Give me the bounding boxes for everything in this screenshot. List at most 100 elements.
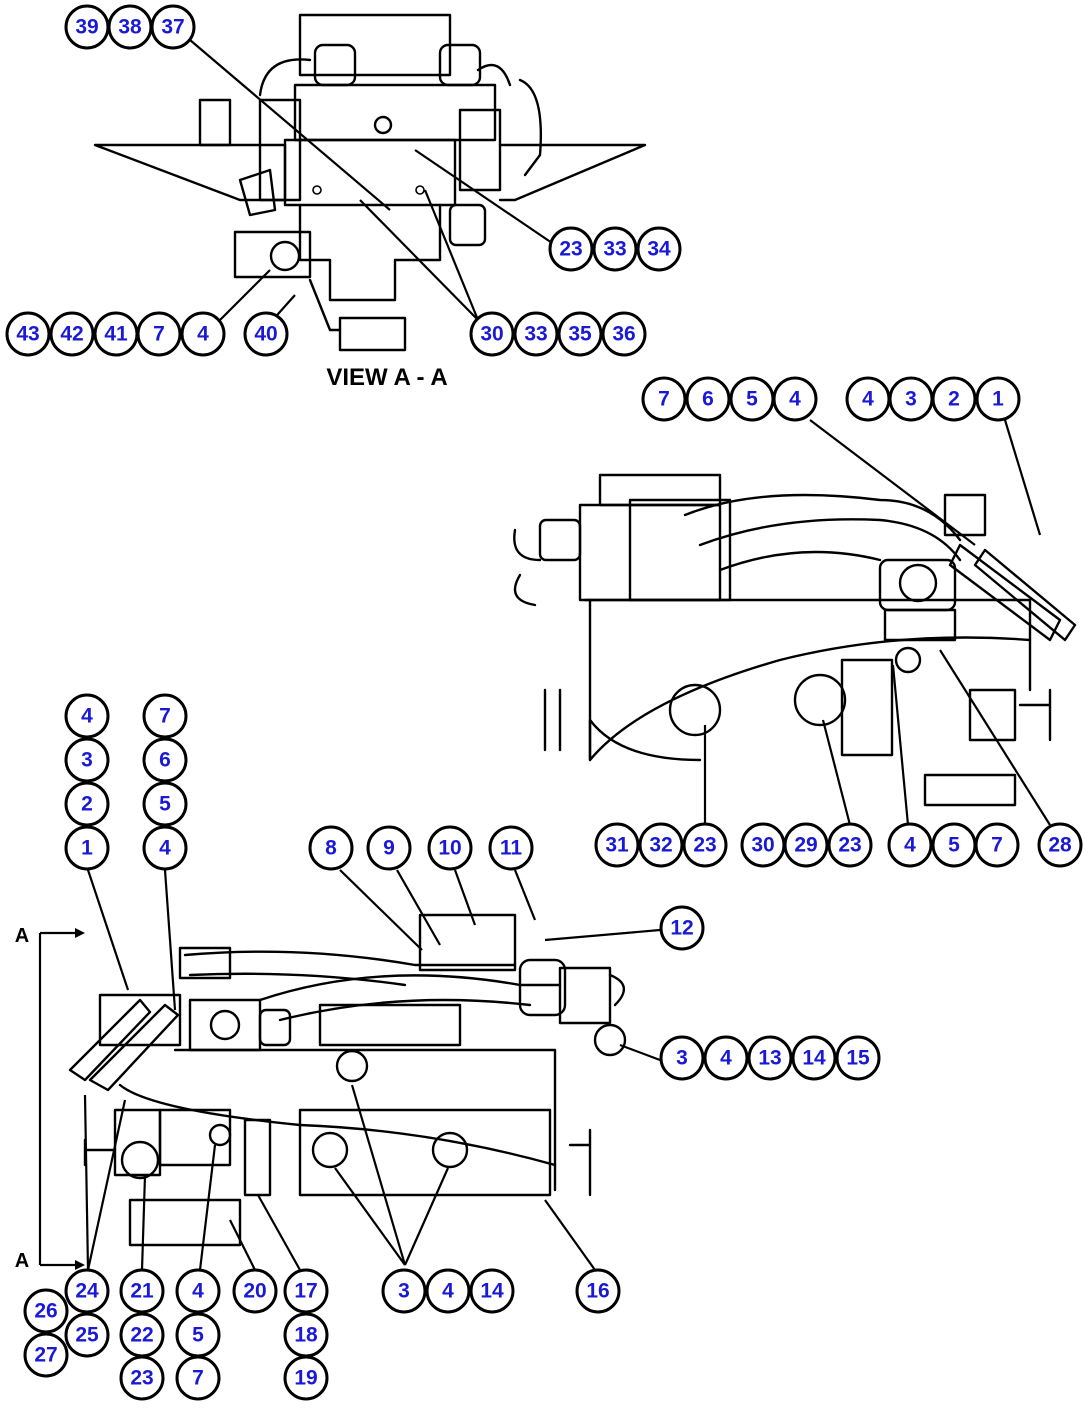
callout-13: 13 (747, 1035, 793, 1081)
svg-text:5: 5 (746, 388, 758, 411)
callout-5: 5 (931, 822, 977, 868)
callout-3: 3 (381, 1268, 427, 1314)
svg-text:4: 4 (442, 1280, 454, 1303)
section-markers: A A (15, 925, 85, 1272)
svg-text:10: 10 (438, 837, 461, 860)
svg-text:1: 1 (81, 837, 93, 860)
svg-text:7: 7 (658, 388, 670, 411)
svg-text:21: 21 (130, 1280, 154, 1303)
callout-23: 23 (548, 226, 594, 272)
svg-text:14: 14 (480, 1280, 504, 1303)
callout-7: 7 (175, 1355, 221, 1401)
svg-text:12: 12 (670, 917, 693, 940)
callout-4: 4 (887, 822, 933, 868)
svg-text:30: 30 (480, 323, 503, 346)
svg-text:3: 3 (676, 1047, 688, 1070)
callout-33: 33 (513, 311, 559, 357)
svg-text:5: 5 (192, 1324, 204, 1347)
callout-18: 18 (283, 1312, 329, 1358)
section-marker-top: A (15, 925, 29, 947)
svg-text:4: 4 (81, 705, 93, 728)
svg-text:4: 4 (192, 1280, 204, 1303)
callout-1: 1 (975, 376, 1021, 422)
callout-4: 4 (845, 376, 891, 422)
svg-text:6: 6 (702, 388, 714, 411)
callout-17: 17 (283, 1268, 329, 1314)
callout-7: 7 (142, 693, 188, 739)
svg-text:23: 23 (130, 1367, 153, 1390)
svg-text:4: 4 (904, 834, 916, 857)
svg-text:30: 30 (751, 834, 774, 857)
svg-text:4: 4 (720, 1047, 732, 1070)
svg-text:34: 34 (647, 238, 671, 261)
svg-text:11: 11 (500, 837, 523, 860)
right-view-artwork (513, 473, 1077, 807)
callout-21: 21 (119, 1268, 165, 1314)
callout-16: 16 (575, 1268, 621, 1314)
svg-text:7: 7 (991, 834, 1003, 857)
callout-6: 6 (142, 737, 188, 783)
svg-text:33: 33 (524, 323, 547, 346)
callout-6: 6 (685, 376, 731, 422)
callout-40: 40 (243, 311, 289, 357)
callout-24: 24 (64, 1268, 110, 1314)
callout-36: 36 (601, 311, 647, 357)
callout-8: 8 (308, 825, 354, 871)
svg-text:41: 41 (104, 323, 128, 346)
callout-15: 15 (835, 1035, 881, 1081)
callout-5: 5 (729, 376, 775, 422)
callout-38: 38 (107, 4, 153, 50)
callout-23: 23 (827, 822, 873, 868)
svg-text:20: 20 (243, 1280, 266, 1303)
svg-text:7: 7 (153, 323, 165, 346)
callout-26: 26 (23, 1288, 69, 1334)
callout-9: 9 (366, 825, 412, 871)
svg-text:2: 2 (81, 793, 93, 816)
svg-text:3: 3 (398, 1280, 410, 1303)
callout-25: 25 (64, 1312, 110, 1358)
callout-29: 29 (783, 822, 829, 868)
callout-31: 31 (594, 822, 640, 868)
callout-7: 7 (974, 822, 1020, 868)
svg-text:8: 8 (325, 837, 337, 860)
callout-12: 12 (659, 905, 705, 951)
svg-text:25: 25 (75, 1324, 99, 1347)
svg-text:33: 33 (603, 238, 626, 261)
svg-text:7: 7 (192, 1367, 204, 1390)
svg-text:6: 6 (159, 749, 171, 772)
svg-text:36: 36 (612, 323, 635, 346)
svg-text:7: 7 (159, 705, 171, 728)
callout-23: 23 (119, 1355, 165, 1401)
callout-4: 4 (425, 1268, 471, 1314)
svg-text:43: 43 (16, 323, 39, 346)
svg-text:39: 39 (75, 16, 98, 39)
callout-10: 10 (427, 825, 473, 871)
callout-14: 14 (469, 1268, 515, 1314)
callout-35: 35 (557, 311, 603, 357)
svg-text:23: 23 (838, 834, 861, 857)
section-marker-bottom: A (15, 1250, 29, 1272)
svg-text:27: 27 (34, 1344, 57, 1367)
callout-3: 3 (659, 1035, 705, 1081)
svg-text:28: 28 (1048, 834, 1072, 857)
svg-text:40: 40 (254, 323, 277, 346)
callout-32: 32 (638, 822, 684, 868)
svg-text:18: 18 (294, 1324, 318, 1347)
callout-4: 4 (180, 311, 226, 357)
svg-text:5: 5 (159, 793, 171, 816)
svg-text:2: 2 (948, 388, 960, 411)
callout-19: 19 (283, 1355, 329, 1401)
svg-text:17: 17 (294, 1280, 317, 1303)
callout-33: 33 (592, 226, 638, 272)
callout-30: 30 (740, 822, 786, 868)
svg-text:15: 15 (846, 1047, 870, 1070)
lower-view-artwork (68, 913, 627, 1247)
callout-4: 4 (142, 825, 188, 871)
svg-text:5: 5 (948, 834, 960, 857)
svg-text:14: 14 (802, 1047, 826, 1070)
callout-3: 3 (888, 376, 934, 422)
svg-text:31: 31 (605, 834, 629, 857)
callout-7: 7 (136, 311, 182, 357)
callout-41: 41 (93, 311, 139, 357)
